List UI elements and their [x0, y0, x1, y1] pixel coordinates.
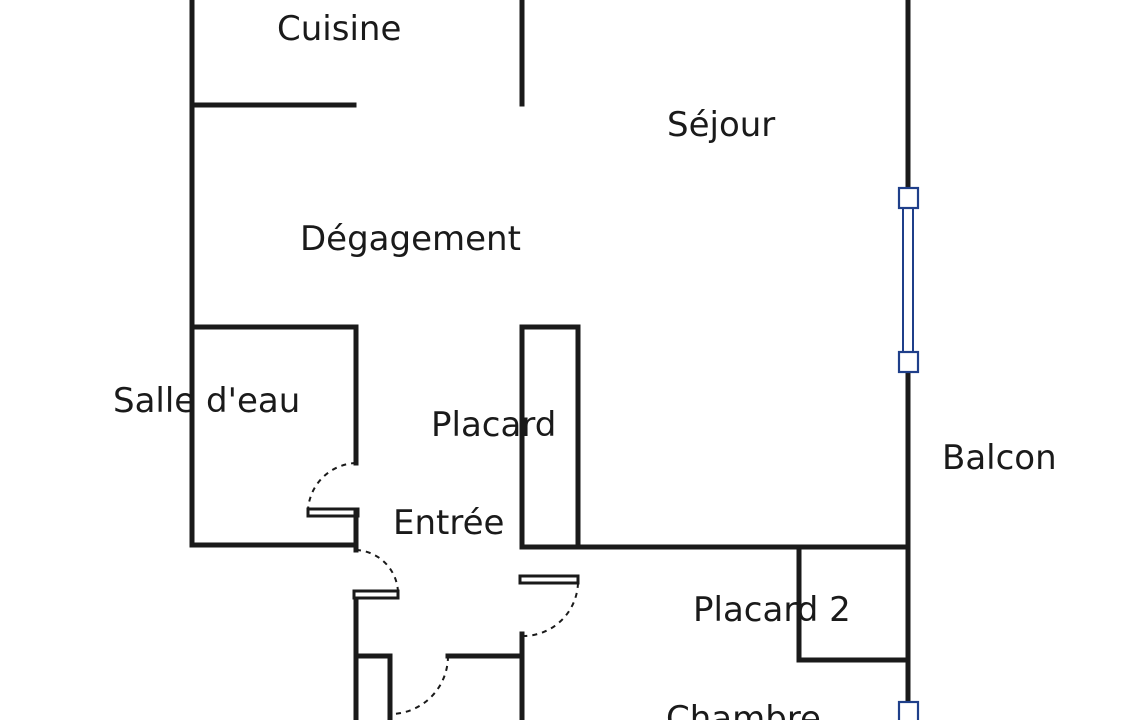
room-label-balcon: Balcon — [942, 438, 1057, 478]
door-swing-bathroom — [307, 462, 357, 511]
door-leaf-bathroom — [306, 507, 360, 518]
door-swing-living — [521, 582, 579, 638]
room-label-cuisine: Cuisine — [277, 9, 401, 49]
room-label-degagement: Dégagement — [300, 219, 521, 259]
window-post-bottom — [897, 350, 920, 374]
window-post-bedroom — [897, 700, 920, 720]
door-leaf-living — [518, 574, 580, 585]
doors — [306, 462, 580, 715]
door-swing-entry — [355, 549, 399, 593]
windows — [897, 186, 920, 720]
window-post-top — [897, 186, 920, 210]
room-label-placard2: Placard 2 — [693, 590, 851, 630]
room-labels: Cuisine Séjour Dégagement Salle d'eau Pl… — [113, 9, 1057, 720]
room-label-sejour: Séjour — [667, 105, 775, 145]
walls — [189, 0, 911, 720]
door-swing-wc — [391, 655, 449, 715]
door-leaf-entry — [352, 589, 400, 600]
room-label-placard: Placard — [431, 405, 556, 445]
room-label-chambre: Chambre — [666, 699, 821, 720]
room-label-salle-deau: Salle d'eau — [113, 381, 300, 421]
room-label-entree: Entrée — [393, 503, 504, 543]
